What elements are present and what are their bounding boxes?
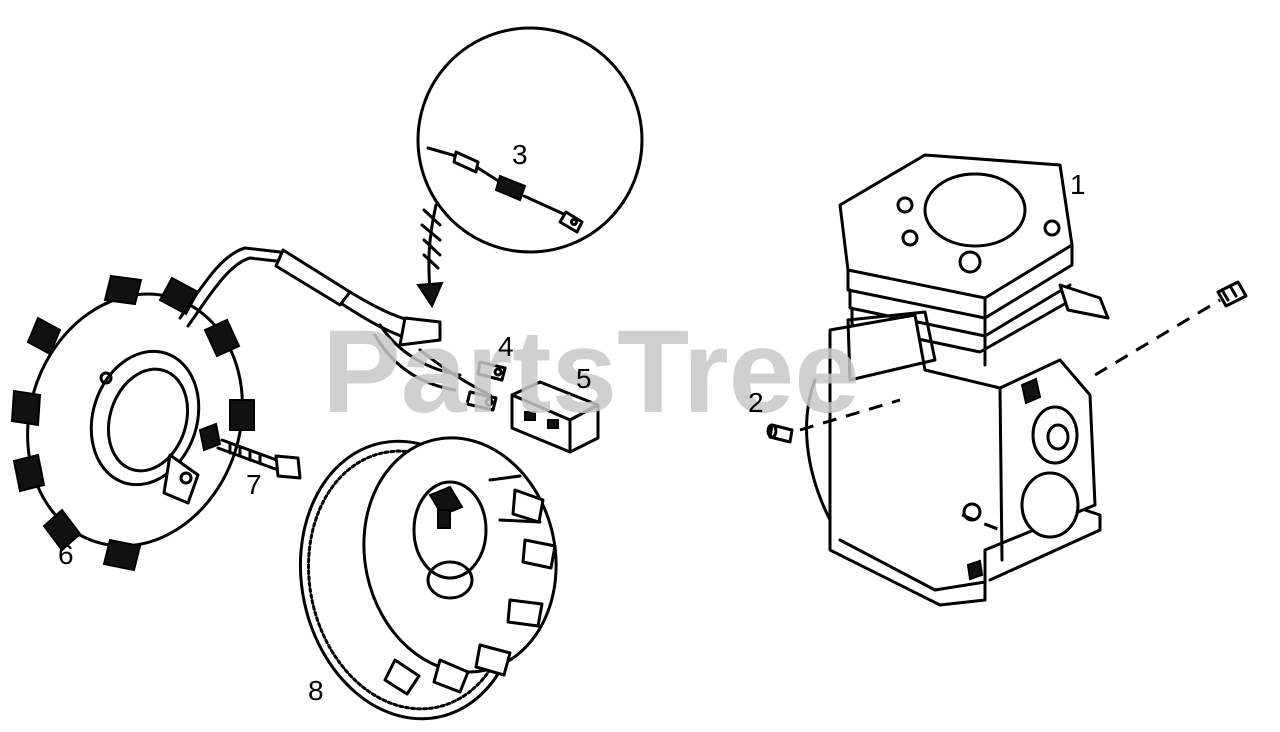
callout-3: 3 [512,139,528,170]
assembly-lines [799,298,1221,532]
callout-8: 8 [308,675,324,706]
callout-5: 5 [576,363,592,394]
callout-2: 2 [748,387,764,418]
connector-block-icon[interactable] [510,380,600,454]
stator-icon[interactable] [0,266,274,574]
callout-1: 1 [1070,169,1086,200]
callout-4: 4 [498,331,514,362]
bolt-icon[interactable] [1216,280,1248,308]
wire-terminal-icon[interactable] [465,360,507,412]
callout-6: 6 [58,539,74,570]
detail-arrow [416,203,444,309]
wire-lead-detail-icon[interactable] [416,26,644,254]
pin-icon[interactable] [766,423,794,444]
wire-harness [178,246,492,397]
screw-icon[interactable] [216,438,302,480]
callout-7: 7 [246,469,262,500]
flywheel-icon[interactable] [275,420,577,732]
watermark-text: PartsTree [322,306,860,438]
engine-block-icon[interactable] [805,153,1110,607]
